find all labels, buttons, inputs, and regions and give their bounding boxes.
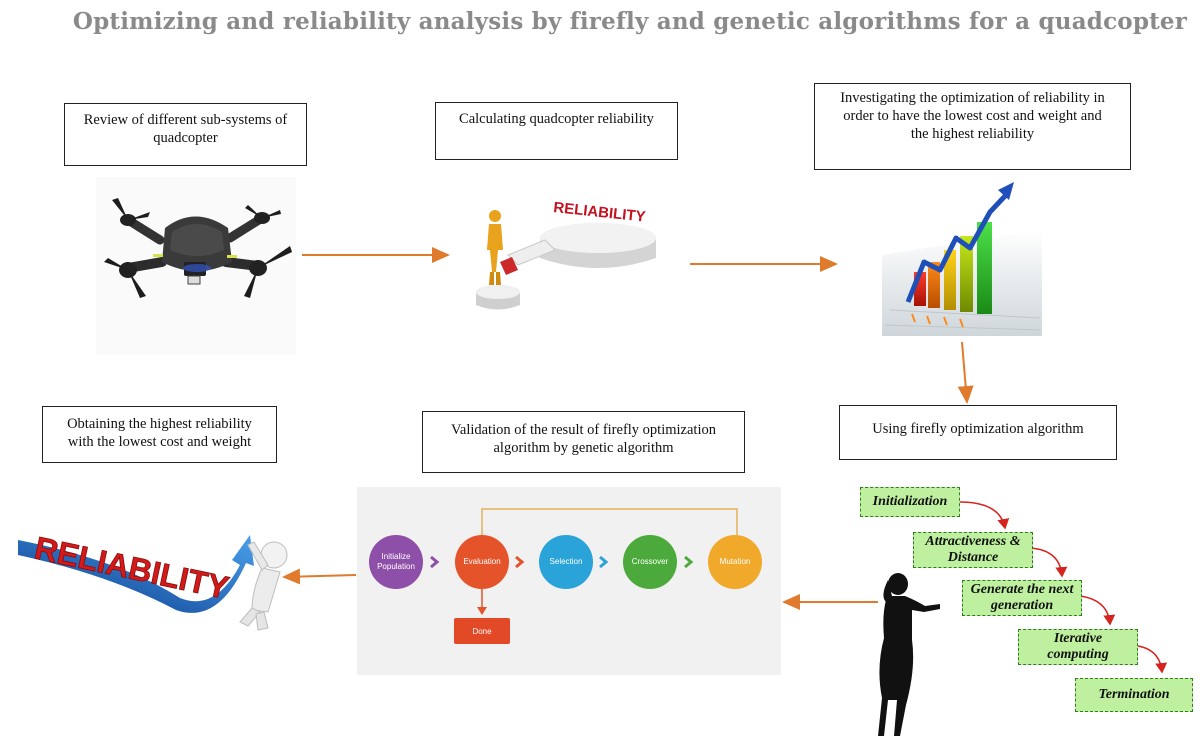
review-line-1: Review of different sub-systems of <box>83 112 288 128</box>
done-node: Done <box>454 618 510 644</box>
obtaining-line-1: Obtaining the highest reliability <box>67 416 252 432</box>
firefly-step-initialization: Initialization <box>860 487 960 517</box>
iterative-line-2: computing <box>1047 647 1109 662</box>
initialize-line-2: Population <box>377 562 415 571</box>
review-line-2: quadcopter <box>153 130 218 146</box>
evaluation-node: Evaluation <box>455 535 509 589</box>
growth-chart-image <box>882 182 1042 336</box>
generate-line-2: generation <box>990 598 1054 613</box>
attractiveness-line-1: Attractiveness & <box>925 534 1021 549</box>
initialize-line-1: Initialize <box>381 552 411 561</box>
obtaining-line-2: with the lowest cost and weight <box>67 434 252 450</box>
selection-node: Selection <box>539 535 593 589</box>
calculating-line-1: Calculating quadcopter reliability <box>459 111 654 127</box>
attractiveness-line-2: Distance <box>947 550 999 565</box>
iterative-line-1: Iterative <box>1053 631 1103 646</box>
using-firefly-box: Using firefly optimization algorithm <box>839 405 1117 460</box>
crossover-node: Crossover <box>623 535 677 589</box>
mutation-node: Mutation <box>708 535 762 589</box>
investigating-line-1: Investigating the optimization of reliab… <box>840 90 1105 106</box>
obtaining-reliability-box: Obtaining the highest reliability with t… <box>42 406 277 463</box>
reliability-arrow-image: RELIABILITY <box>18 529 288 631</box>
page-title: Optimizing and reliability analysis by f… <box>72 8 1188 35</box>
reliability-sign-bottom: RELIABILITY <box>31 530 232 606</box>
investigating-optimization-box: Investigating the optimization of reliab… <box>814 83 1131 170</box>
review-subsystems-box: Review of different sub-systems of quadc… <box>64 103 307 166</box>
termination-line-1: Termination <box>1098 687 1170 702</box>
generate-line-1: Generate the next <box>970 582 1074 597</box>
reliability-sign-top: RELIABILITY <box>553 199 647 226</box>
investigating-line-3: the highest reliability <box>910 126 1035 142</box>
calculating-reliability-box: Calculating quadcopter reliability <box>435 102 678 160</box>
quadcopter-image <box>96 177 296 355</box>
investigating-line-2: order to have the lowest cost and weight… <box>843 108 1102 124</box>
firefly-step-attractiveness: Attractiveness &Distance <box>913 532 1033 568</box>
firefly-step-termination: Termination <box>1075 678 1193 712</box>
initialization-line-1: Initialization <box>872 494 948 509</box>
validation-line-2: algorithm by genetic algorithm <box>493 440 674 456</box>
validation-line-1: Validation of the result of firefly opti… <box>451 422 716 438</box>
reliability-puzzle-image: RELIABILITY <box>458 185 670 327</box>
validation-box: Validation of the result of firefly opti… <box>422 411 745 473</box>
presenter-silhouette <box>878 573 940 736</box>
genetic-flow-connectors <box>430 508 738 615</box>
using-line-1: Using firefly optimization algorithm <box>872 421 1084 437</box>
